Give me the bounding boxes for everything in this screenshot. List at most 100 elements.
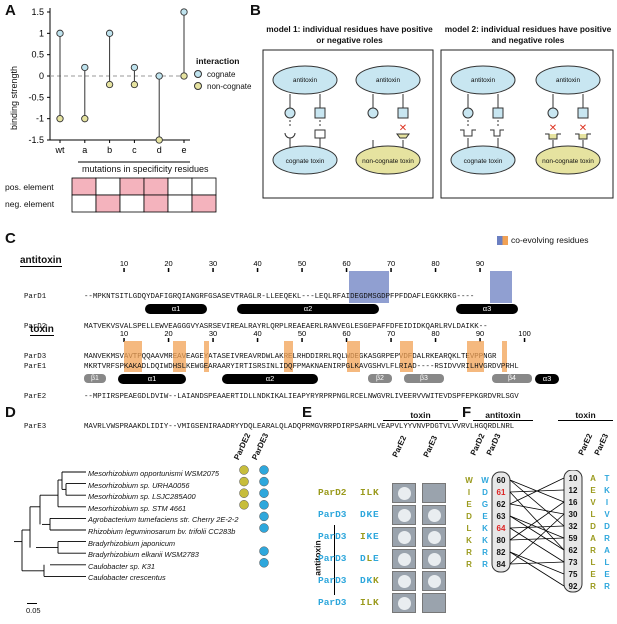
e-row-antitoxin-name: ParD3 [318,531,347,542]
e-row-residue: D [360,553,366,564]
noncognate-point [180,72,188,80]
e-colony [428,553,441,566]
e-row-residue: K [366,531,373,542]
e-growth-spot [392,593,416,613]
pare2-residue: L [591,558,596,567]
coevolving-swatch [497,236,508,245]
position-tick-label: 70 [387,259,395,268]
pare3-residue: I [606,498,608,507]
pard2-residue: I [468,488,470,497]
antitoxin-position-pill [491,471,511,573]
e-colony [398,531,411,544]
f-network: WIEDLKRRWDGEKKRR606162636480828410121630… [465,470,610,593]
y-tick-label: 1 [39,28,44,38]
pare2-residue: A [590,474,596,483]
x-tick-label: c [132,145,137,155]
legend: cognate non-cognate [194,68,251,92]
e-row-residue: I [360,531,366,542]
toxin-position: 16 [569,498,578,507]
antitoxin-helix-1: α1 [145,304,207,314]
position-tick-label: 60 [342,259,350,268]
e-colony [398,487,411,500]
grid-cell-neg [167,194,193,213]
antitoxin-seq-2: MATVEKVSVALSPELLEWVEAGGGVYASRSEVIREALRAY… [84,323,488,331]
grid-cell-neg [95,194,121,213]
pard3-residue: E [482,512,488,521]
parde3-dot [259,511,269,522]
x-tick-label: e [181,145,186,155]
contact-link [509,491,565,551]
legend-swatch-noncognate [194,82,202,90]
grid-cell-neg [119,194,145,213]
toxin-helix-1: α1 [118,374,186,384]
antitoxin-position: 62 [497,500,506,509]
legend-item-cognate: cognate [194,68,251,80]
position-tick-label: 50 [298,329,306,338]
grid-cell-neg [143,194,169,213]
m2-antitoxin-left [450,65,516,175]
position-tick-label: 90 [476,329,484,338]
toxin-coevolve-block [399,341,414,372]
toxin-name-1: ParE1 [24,363,47,371]
toxin-strand-3: β3 [404,374,444,383]
cognate-point [81,63,89,72]
noncognate-point [155,136,163,144]
toxin-coevolve-block [173,341,187,372]
antitoxin-helix-3: α3 [456,304,518,314]
contact-link [509,551,565,587]
e-row-residue: K [366,575,373,586]
pare2-residue: L [591,510,596,519]
pare2-residue: D [590,522,596,531]
e-growth-spot [422,571,446,591]
position-tick-label: 70 [387,329,395,338]
grid-cell-pos [191,177,217,196]
antitoxin-helix-2: α2 [237,304,379,314]
toxin-helix-3: α3 [535,374,559,384]
parde2-dot [239,476,249,487]
toxin-position: 92 [569,582,578,591]
e-colony [428,509,441,522]
e-colony [398,553,411,566]
pare2-residue: V [590,498,596,507]
e-growth-spot [392,527,416,547]
e-col-wrap-1: ParE2 [390,430,412,470]
position-tick-label: 100 [518,329,531,338]
grid-cell-neg [191,194,217,213]
model1-title: model 1: individual residues have positi… [266,24,433,45]
panel-label-a: A [5,2,16,19]
grid-cell-neg [71,194,97,213]
e-growth-spot [392,505,416,525]
species-label: Mesorhizobium sp. LSJC285A00 [88,492,196,502]
e-row-residue: I [360,487,366,498]
e-growth-spot [422,505,446,525]
pare2-residue: R [590,582,596,591]
e-row-antitoxin-name: ParD3 [318,575,347,586]
m1-antitoxin-right: ✕ [355,65,421,175]
toxin-coevolve-block [124,341,142,372]
model1-box [262,49,434,199]
y-tick-label: 1.5 [31,7,44,17]
pard3-residue: W [481,476,489,485]
toxin-coevolve-block [466,341,485,372]
e-row-residue: I [360,597,366,608]
antitoxin-seq-1: --MPKNTSITLGDQYDAFIGRQIANGRFGSASEVTRAGLR… [84,293,475,301]
toxin-position: 75 [569,570,578,579]
position-tick-label: 20 [164,329,172,338]
antitoxin-position: 64 [497,524,506,533]
e-row-residue: D [360,509,366,520]
toxin-seqs: MKRTVRFSPKAKADLDQIWDHSLKEWGEARAARYIRTISR… [84,342,519,452]
cognate-point [180,8,188,16]
parde3-dot [259,558,269,568]
pard2-residue: K [466,536,472,545]
species-label: Caulobacter crescentus [88,573,166,583]
antitoxin-name-2: ParD2 [24,323,47,331]
pard3-residue: R [482,548,488,557]
toxin-strand-2: β2 [368,374,392,383]
position-tick-label: 80 [431,259,439,268]
legend-swatch-cognate [194,70,202,78]
e-toxin-header: toxin [383,410,458,421]
